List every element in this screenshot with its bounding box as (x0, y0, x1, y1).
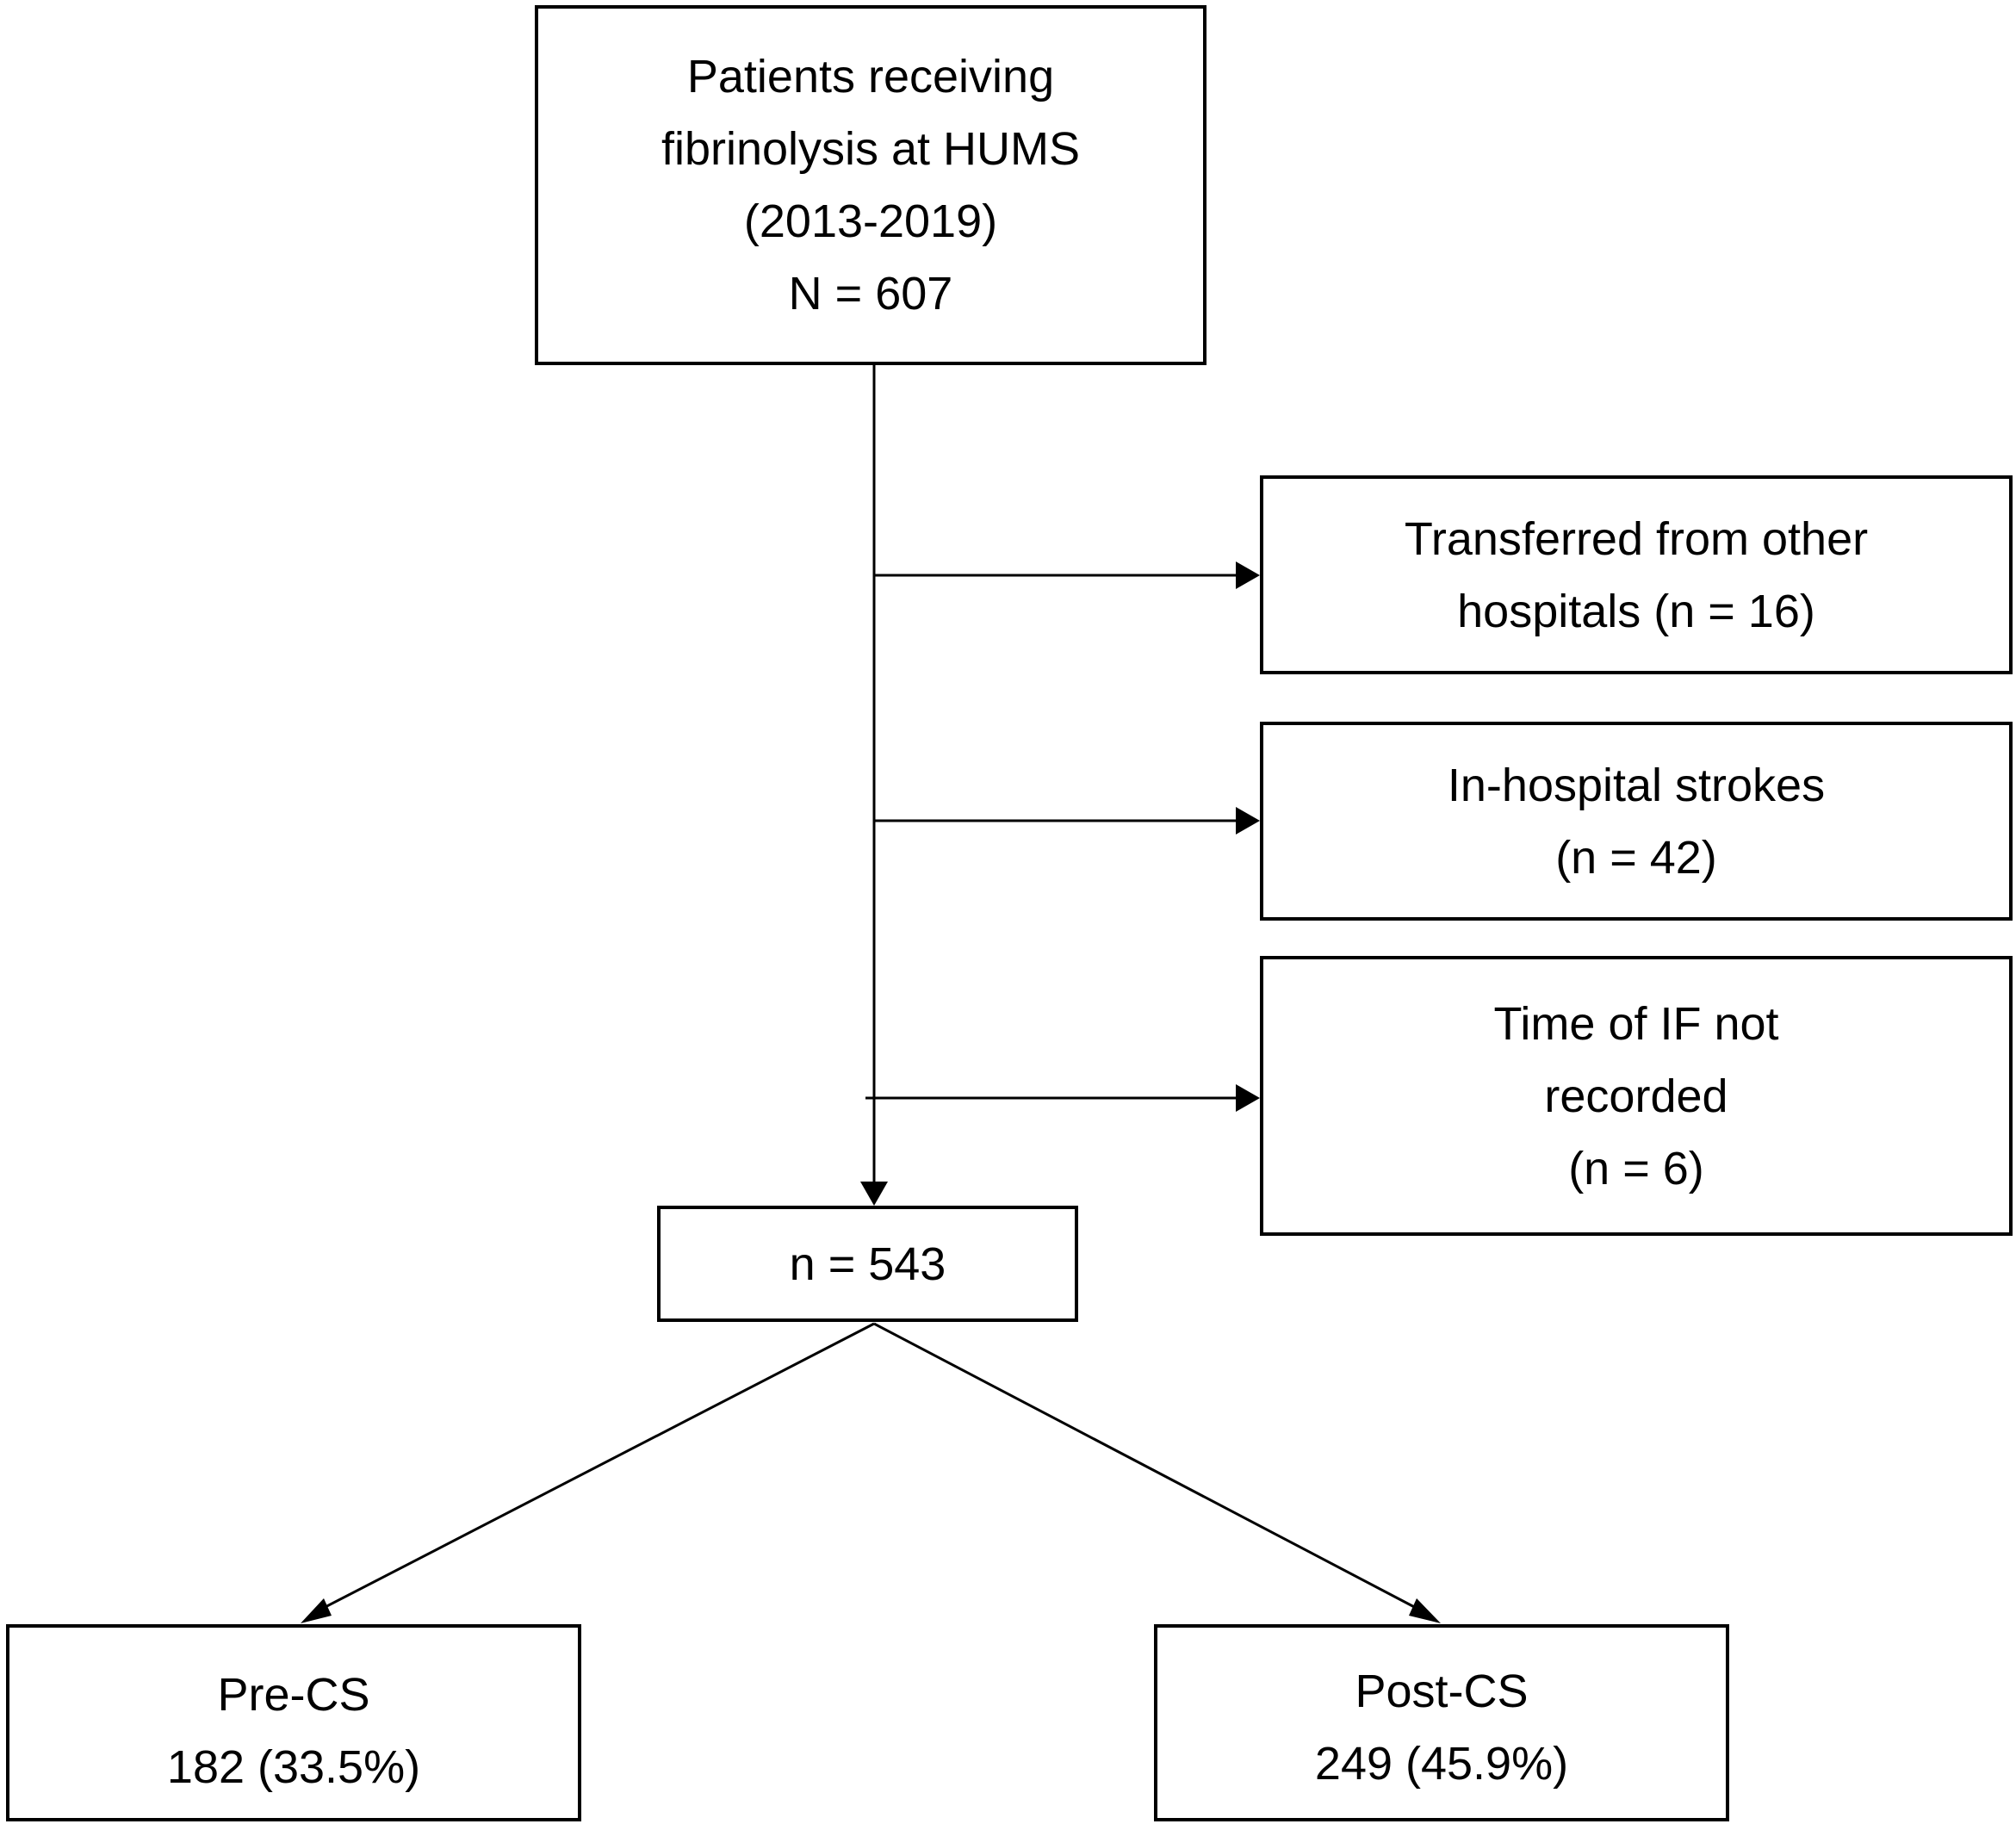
split-arrow-left-head (301, 1598, 332, 1623)
split-arrow-right-line (873, 1322, 1420, 1611)
analyzed-label: n = 543 (789, 1238, 946, 1290)
exclusion-2-line-2: (n = 42) (1555, 831, 1717, 884)
group-post-value: 249 (45.9%) (1314, 1737, 1569, 1790)
exclusion-2-line-1: In-hospital strokes (1447, 759, 1826, 811)
enrolled-line-3: (2013-2019) (743, 195, 998, 247)
group-box-pre-cs: Pre-CS 182 (33.5%) (6, 1624, 581, 1821)
enrolled-line-1: Patients receiving (686, 51, 1055, 102)
enrolled-line-4: N = 607 (788, 268, 953, 320)
exclusion-3-line-3: (n = 6) (1568, 1142, 1704, 1194)
enrolled-line-2: fibrinolysis at HUMS (661, 123, 1081, 175)
exclusion-arrow-2-head (1236, 807, 1260, 834)
exclusion-box-time-not-recorded: Time of IF not recorded (n = 6) (1260, 956, 2013, 1236)
group-post-name: Post-CS (1355, 1665, 1529, 1717)
exclusion-3-line-1: Time of IF not (1493, 997, 1779, 1050)
exclusion-box-in-hospital: In-hospital strokes (n = 42) (1260, 722, 2013, 921)
main-flow-arrowhead (860, 1182, 888, 1206)
exclusion-arrow-1-head (1236, 561, 1260, 589)
group-box-post-cs: Post-CS 249 (45.9%) (1154, 1624, 1729, 1821)
analyzed-box: n = 543 (657, 1206, 1078, 1322)
exclusion-1-line-1: Transferred from other (1404, 512, 1869, 565)
group-pre-name: Pre-CS (217, 1669, 370, 1721)
exclusion-3-line-2: recorded (1544, 1070, 1728, 1122)
enrolled-patients-box: Patients receiving fibrinolysis at HUMS … (535, 5, 1206, 365)
exclusion-box-transferred: Transferred from other hospitals (n = 16… (1260, 475, 2013, 674)
group-pre-value: 182 (33.5%) (166, 1741, 421, 1793)
exclusion-arrow-3-head (1236, 1084, 1260, 1112)
exclusion-1-line-2: hospitals (n = 16) (1457, 585, 1815, 637)
split-arrow-left-line (319, 1322, 875, 1611)
split-arrow-right-head (1409, 1598, 1441, 1623)
